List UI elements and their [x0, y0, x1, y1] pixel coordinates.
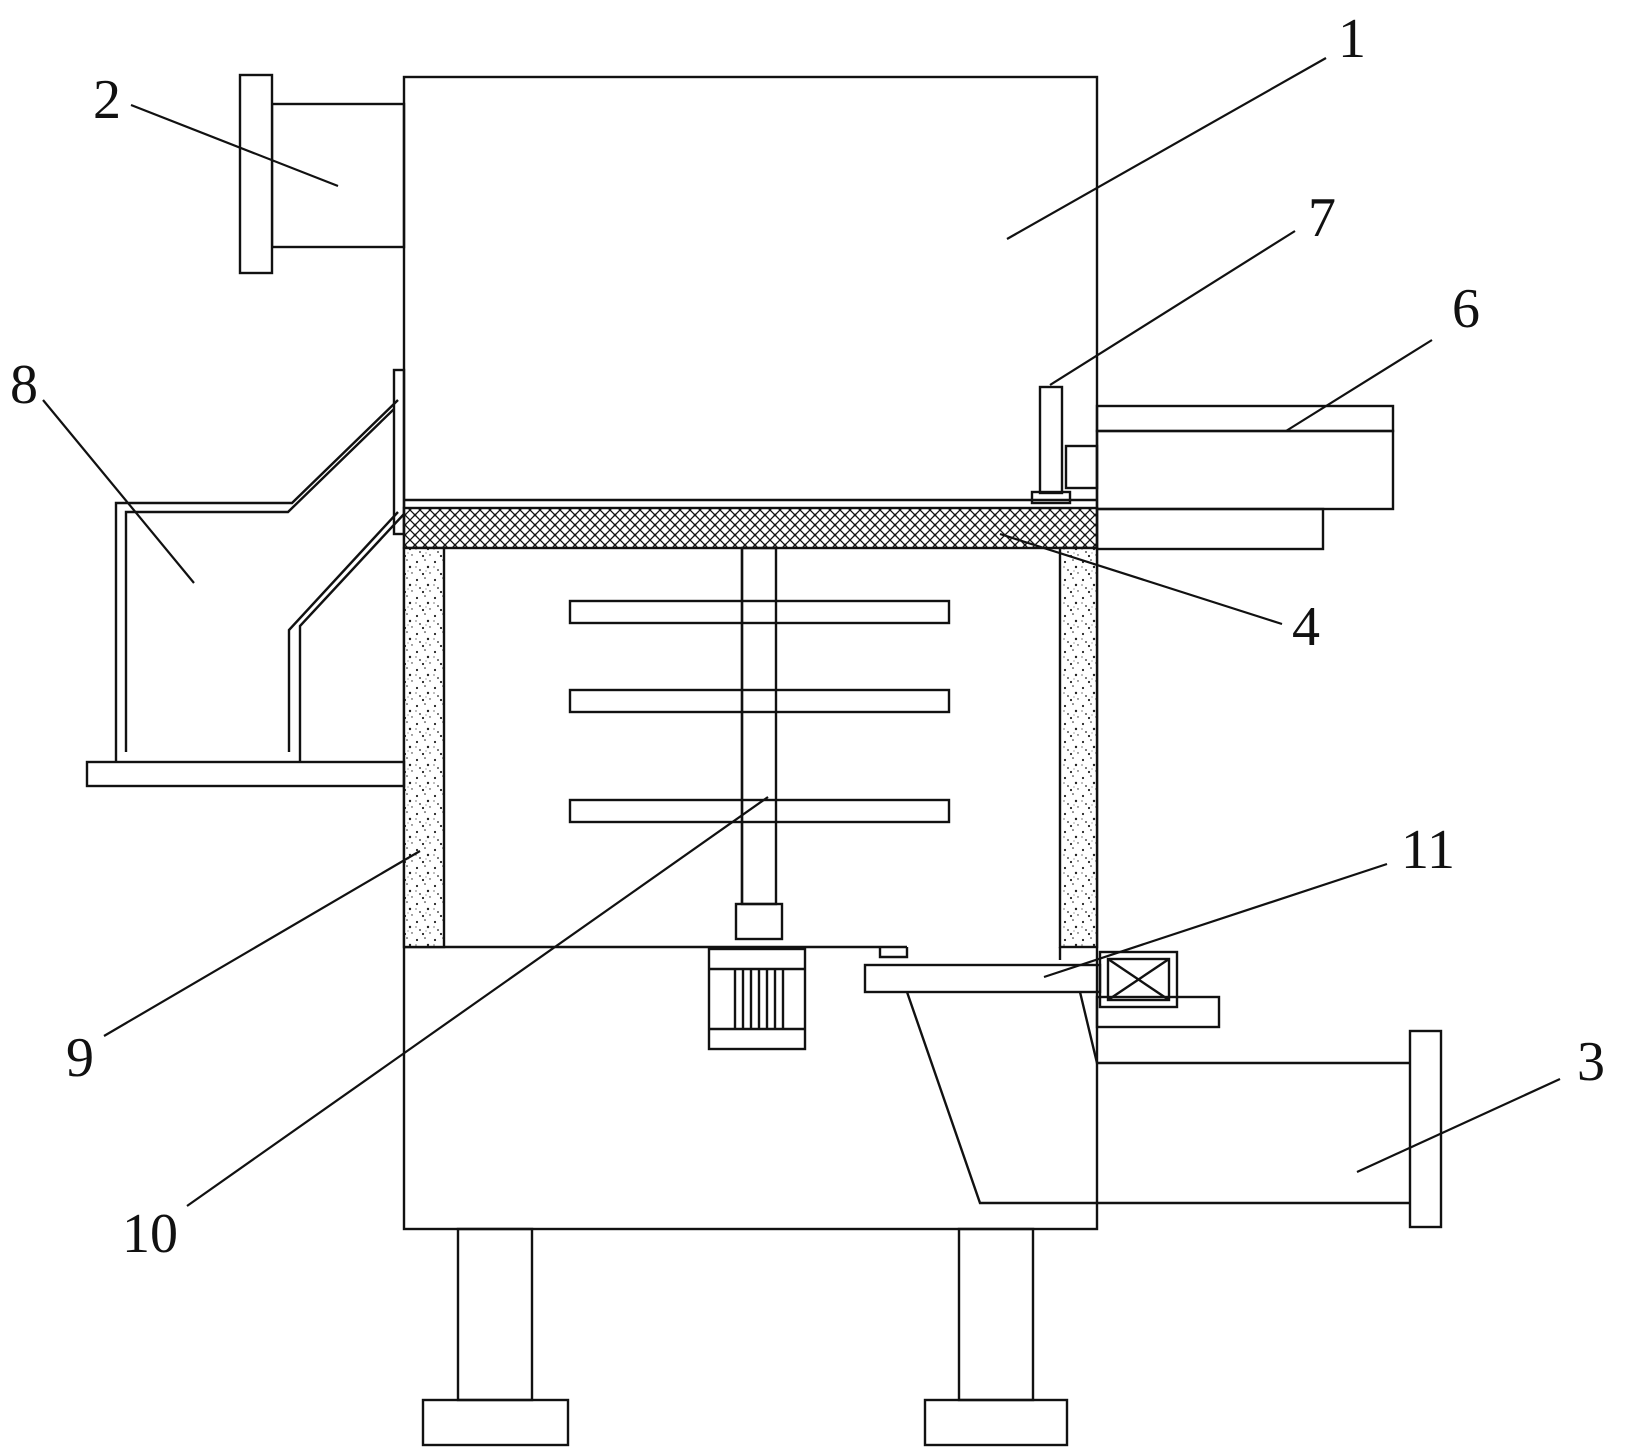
side-attachment-middle [1095, 429, 1395, 511]
label-1: 1 [1338, 8, 1366, 70]
label-11: 11 [1401, 819, 1455, 881]
side-attachment-upper [1095, 404, 1395, 433]
hopper-mount-plate [392, 368, 406, 536]
valve-support [1095, 995, 1221, 1029]
motor-housing [707, 947, 807, 1051]
hopper-right-wall-inner [287, 511, 399, 752]
left-leg [456, 1227, 534, 1402]
valve-body [1098, 950, 1179, 1009]
leader-9 [103, 850, 421, 1037]
shaft-coupling [734, 902, 784, 941]
leader-4 [999, 532, 1283, 626]
filter-mesh-layer [402, 506, 1099, 550]
label-4: 4 [1292, 596, 1320, 658]
label-10: 10 [122, 1203, 178, 1265]
lower-chamber-step [878, 947, 909, 959]
main-housing [402, 75, 1099, 1231]
leader-7 [1049, 230, 1296, 386]
valve-cross-b [1107, 958, 1170, 1001]
outlet-pipe-upper [1078, 991, 1410, 1065]
push-rod [1038, 385, 1064, 495]
label-9: 9 [66, 1027, 94, 1089]
right-insulation-wall [1058, 546, 1099, 949]
right-foot [923, 1398, 1069, 1447]
label-3: 3 [1577, 1031, 1605, 1093]
stirring-blade-1 [568, 599, 951, 625]
label-8: 8 [10, 354, 38, 416]
right-leg [957, 1227, 1035, 1402]
stirring-blade-3 [568, 798, 951, 824]
push-rod-base [1030, 490, 1072, 505]
hopper-inner [124, 408, 395, 752]
label-7: 7 [1308, 187, 1336, 249]
leader-10 [186, 796, 769, 1207]
leader-11 [1043, 862, 1388, 979]
inlet-pipe [270, 102, 406, 249]
left-foot [421, 1398, 570, 1447]
outlet-flange [1408, 1029, 1443, 1229]
attachment-connector [1064, 444, 1099, 490]
label-6: 6 [1452, 278, 1480, 340]
leader-2 [130, 103, 339, 188]
left-insulation-wall [402, 546, 446, 949]
label-2: 2 [93, 69, 121, 131]
inlet-flange [238, 73, 274, 275]
leader-1 [1006, 57, 1327, 240]
hopper-outer [114, 399, 399, 762]
leader-6 [1285, 339, 1433, 432]
outlet-pipe-lower [905, 991, 1410, 1205]
leader-8 [42, 399, 195, 584]
side-attachment-lower [1095, 507, 1325, 551]
hopper-support-plate [85, 760, 406, 788]
leader-3 [1356, 1077, 1561, 1174]
stirring-blade-2 [568, 688, 951, 714]
hopper-right-wall [298, 513, 405, 762]
motor-fins [733, 969, 785, 1029]
valve-core [1106, 957, 1171, 1002]
